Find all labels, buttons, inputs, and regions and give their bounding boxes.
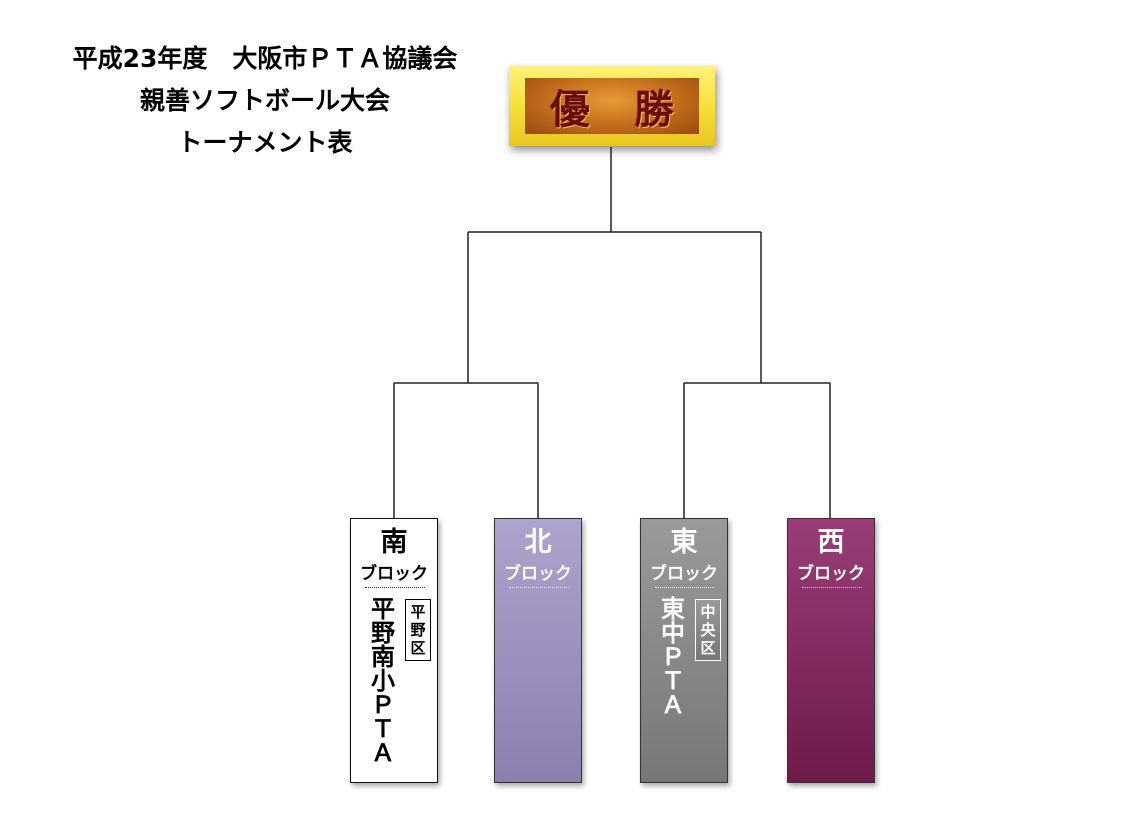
- block-south: 南 ブロック 平野南小ＰＴＡ 平野区: [350, 518, 438, 783]
- block-north: 北 ブロック: [494, 518, 582, 783]
- block-label: ブロック: [360, 564, 428, 584]
- block-east: 東 ブロック 東中ＰＴＡ 中央区: [640, 518, 728, 783]
- district-tag: 平野区: [405, 599, 431, 661]
- champion-box: 優勝: [509, 66, 715, 146]
- title-line-3: トーナメント表: [177, 128, 353, 157]
- final-connector: [467, 147, 762, 383]
- dotted-divider: [509, 587, 569, 588]
- champion-label: 優勝: [550, 86, 718, 133]
- block-name: 西: [817, 527, 845, 558]
- title-line-1: 平成23年度 大阪市ＰＴＡ協議会: [72, 44, 458, 73]
- block-label: ブロック: [504, 564, 572, 584]
- block-west: 西 ブロック: [787, 518, 875, 783]
- dotted-divider: [802, 587, 862, 588]
- dotted-divider: [655, 587, 715, 588]
- block-label: ブロック: [797, 564, 865, 584]
- tournament-title: 平成23年度 大阪市ＰＴＡ協議会 親善ソフトボール大会 トーナメント表: [30, 38, 500, 164]
- semifinal-left-connector: [393, 382, 539, 518]
- district-tag: 中央区: [695, 599, 721, 661]
- winning-team: 平野南小ＰＴＡ: [371, 595, 395, 767]
- block-label: ブロック: [650, 564, 718, 584]
- semifinal-right-connector: [683, 382, 831, 518]
- champion-plate: 優勝: [525, 78, 699, 134]
- block-name: 北: [524, 527, 552, 558]
- block-name: 東: [670, 527, 698, 558]
- dotted-divider: [365, 587, 425, 588]
- winning-team: 東中ＰＴＡ: [661, 595, 685, 719]
- title-line-2: 親善ソフトボール大会: [139, 86, 390, 115]
- block-name: 南: [380, 527, 408, 558]
